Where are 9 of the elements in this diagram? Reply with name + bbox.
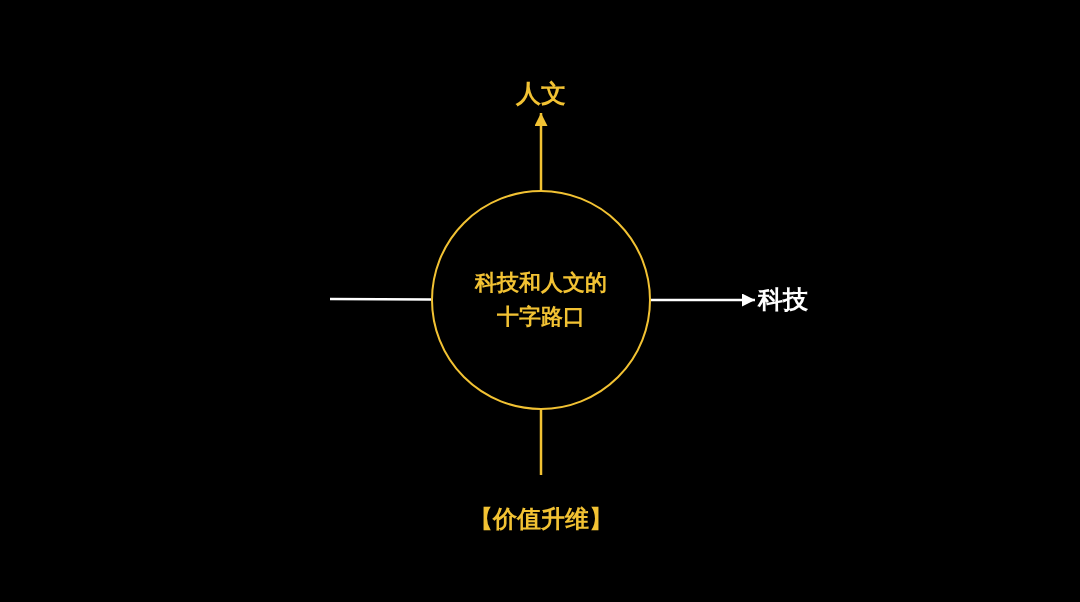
axis-label: 人文 <box>516 78 566 110</box>
arrow <box>534 113 548 190</box>
node-text: 科技和人文的十字路口 <box>473 268 608 331</box>
circle <box>431 190 651 410</box>
caption: 【价值升维】 <box>469 504 613 535</box>
connector-line <box>330 297 431 301</box>
axis-label: 科技 <box>758 284 808 316</box>
arrow <box>651 293 755 307</box>
connector-line <box>539 410 543 475</box>
